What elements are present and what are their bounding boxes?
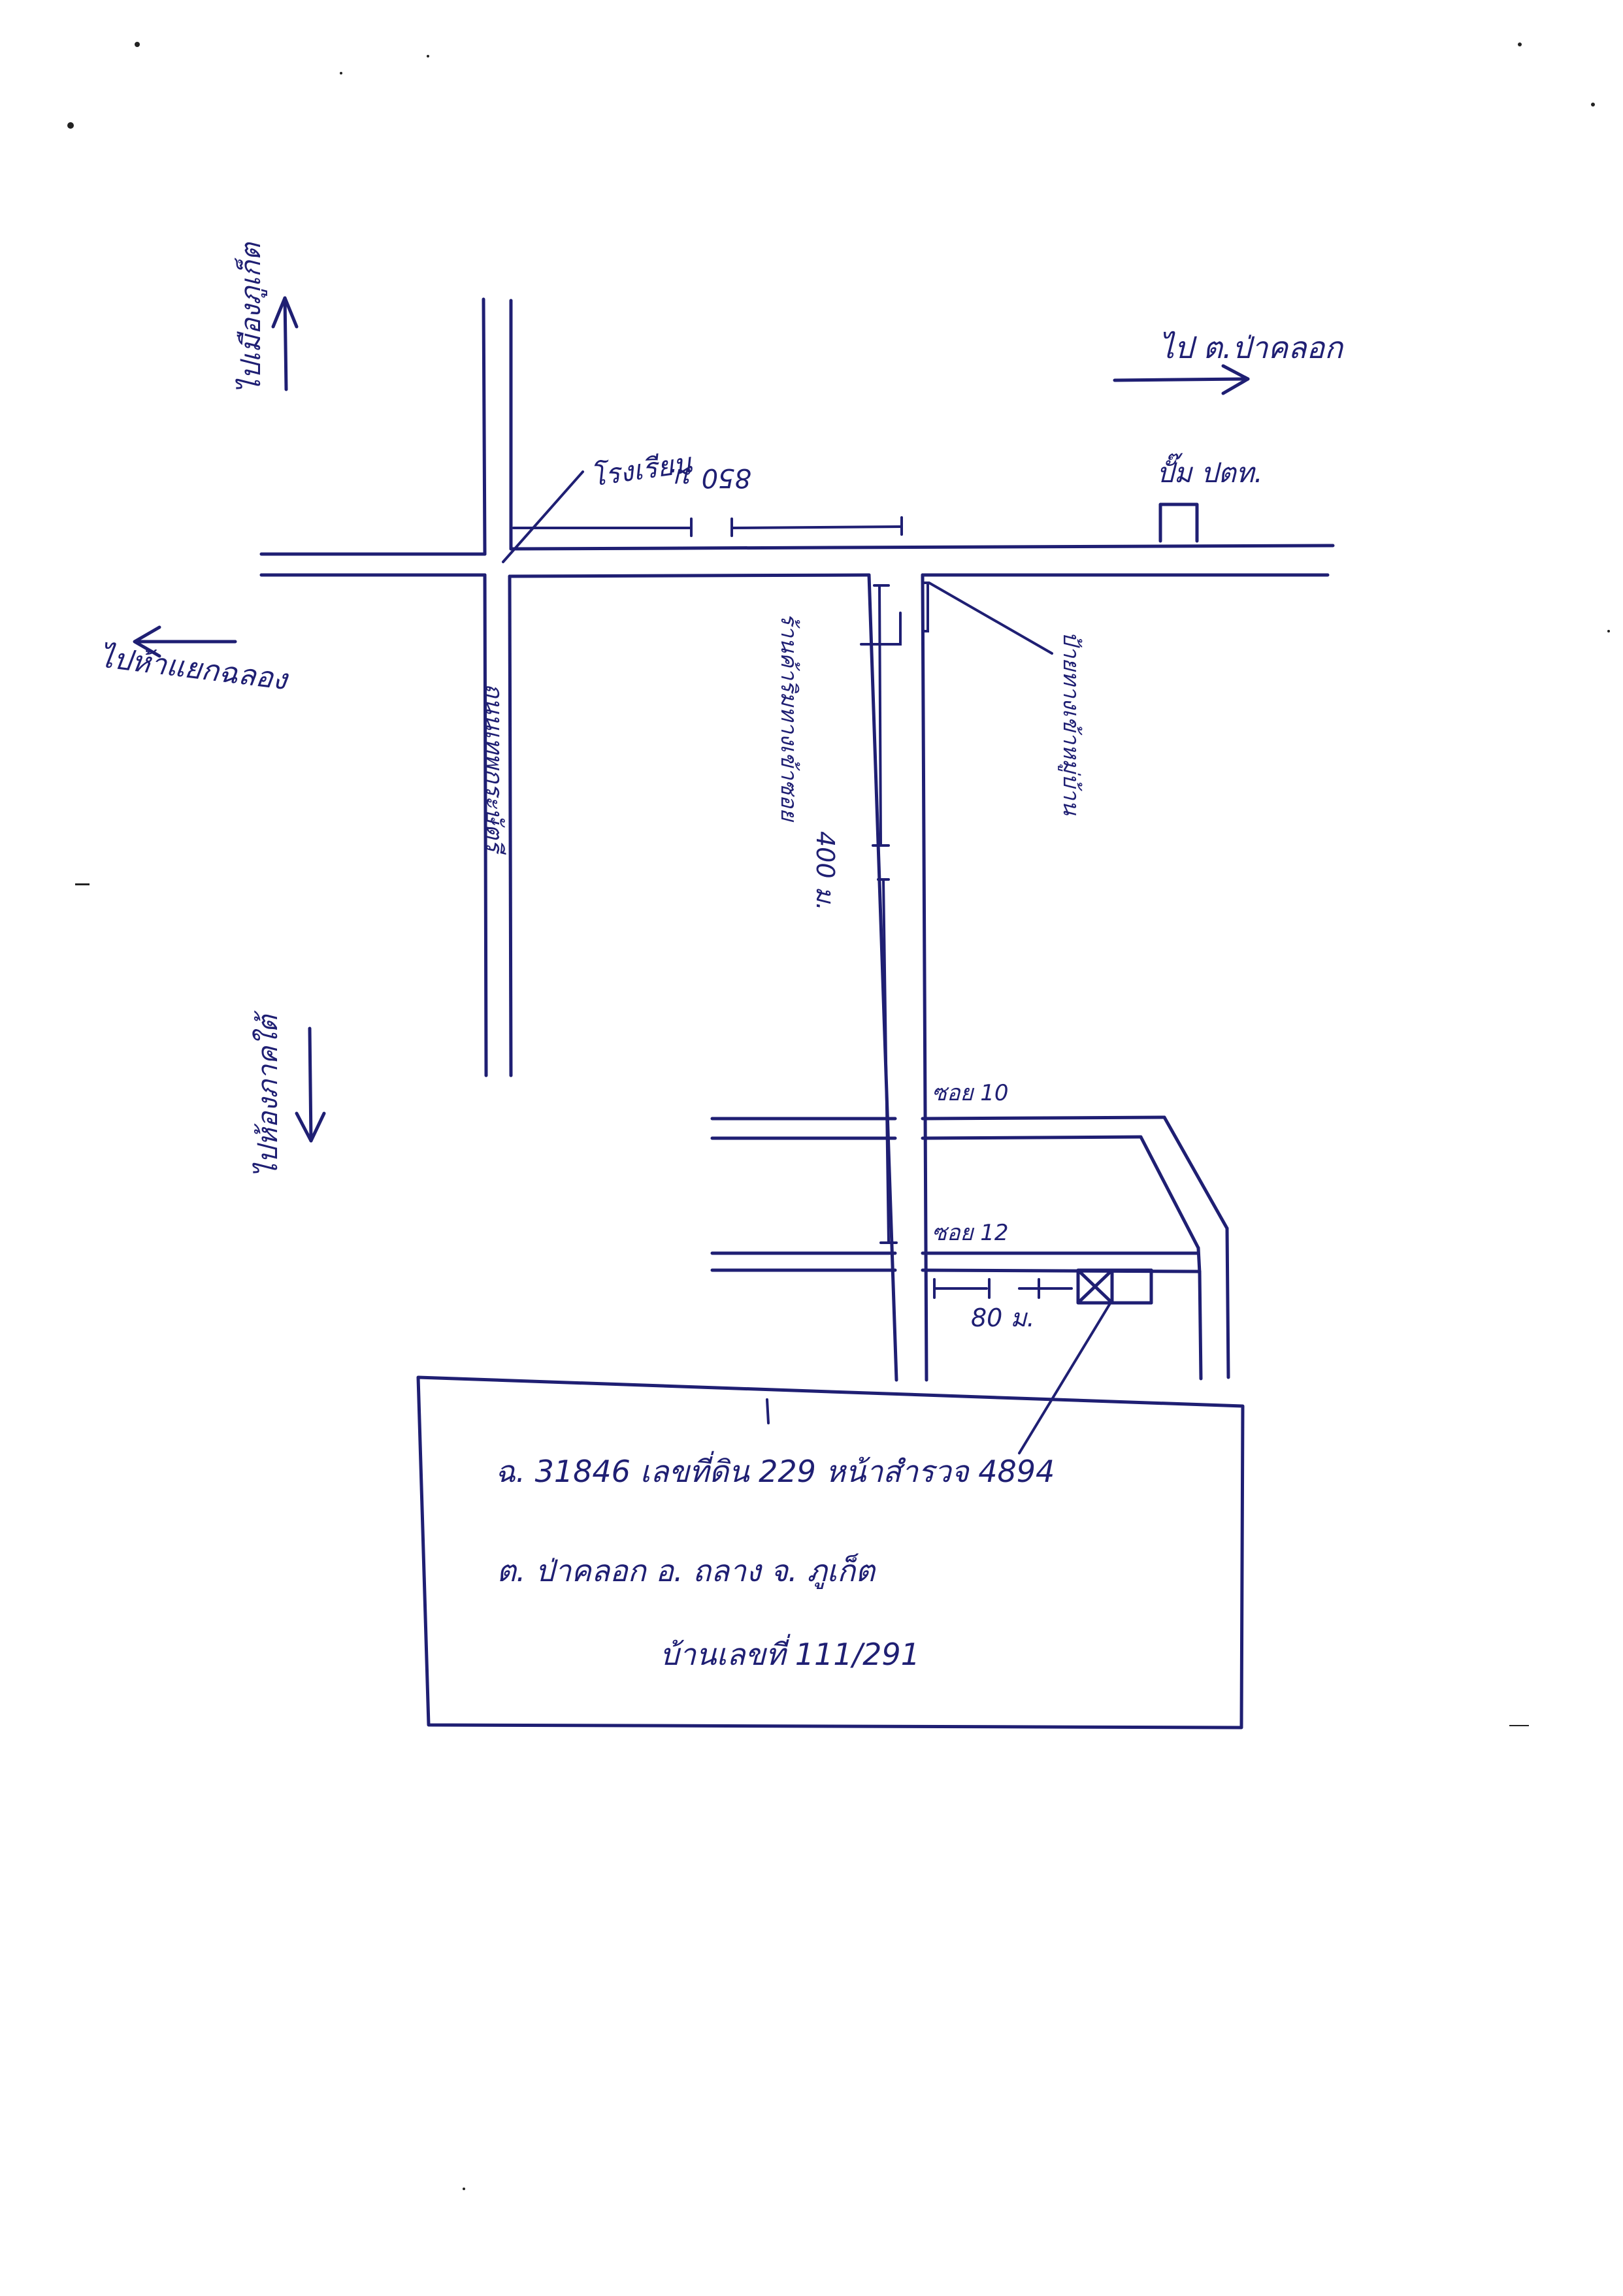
arrow-north: [271, 296, 299, 391]
address-line-deed: ฉ. 31846 เลขที่ดิน 229 หน้าสำรวจ 4894: [495, 1451, 1055, 1489]
label-soi-12: ซอย 12: [932, 1220, 1009, 1246]
leader-lines: [502, 470, 1113, 1454]
label-village-sign: ป้ายทางเข้าหมู่บ้าน: [1058, 631, 1084, 815]
label-distance-to-school: 850 ม.: [668, 463, 751, 493]
house-block: [1076, 1268, 1153, 1305]
label-distance-along-soi: 400 ม.: [811, 831, 840, 911]
address-box: ฉ. 31846 เลขที่ดิน 229 หน้าสำรวจ 4894 ต.…: [416, 1375, 1245, 1730]
gas-station-marker: [1158, 502, 1199, 543]
side-streets: [710, 1115, 1230, 1381]
address-line-location: ต. ป่าคลอก อ. ถลาง จ. ภูเก็ต: [497, 1553, 876, 1589]
arrow-east: [1113, 364, 1250, 395]
main-road-horizontal: [259, 544, 1335, 578]
label-west-direction: ไปห้าแยกฉลอง: [97, 640, 291, 697]
soi-road: [867, 573, 928, 1382]
label-south-direction: ไปห้องภาคใต้: [252, 1010, 284, 1177]
label-main-road: ถนนเทพกระษัตรี: [480, 683, 507, 855]
arrow-south: [295, 1026, 326, 1143]
main-road-vertical: [482, 297, 513, 1077]
arrow-west: [133, 625, 237, 658]
label-soi-10: ซอย 10: [932, 1080, 1009, 1106]
address-line-house-number: บ้านเลขที่ 111/291: [660, 1633, 920, 1672]
label-gas-station: ปั๊ม ปตท.: [1156, 453, 1263, 489]
label-roadside-shop: ร้านค้าริมทางเข้าซอย: [776, 613, 802, 823]
distance-markers: [512, 516, 1073, 1299]
label-east-direction: ไป ต.ป่าคลอก: [1159, 330, 1344, 365]
scan-specks: [67, 42, 1610, 2190]
label-north-direction: ไปเมืองภูเก็ต: [235, 241, 267, 393]
roadside-shop-marker: [860, 582, 929, 646]
label-distance-to-house: 80 ม.: [971, 1304, 1035, 1332]
